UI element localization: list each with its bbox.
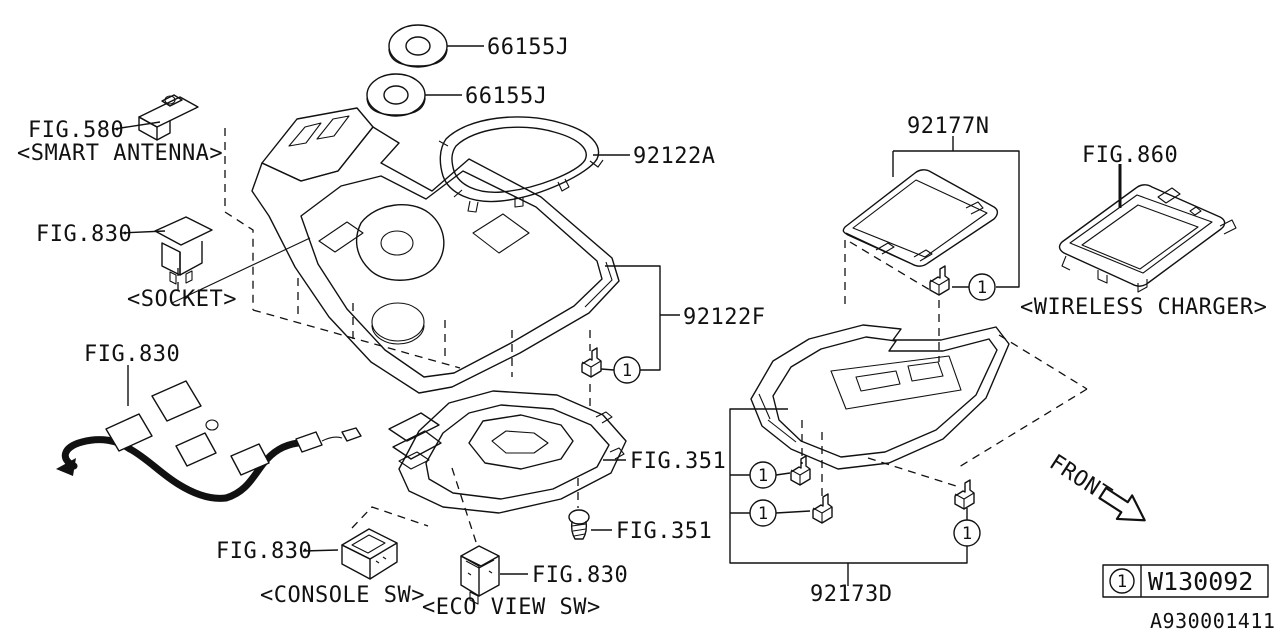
callout-1-console-lid: 1 [968,273,996,301]
callout-1-box-c: 1 [953,519,981,547]
callout-1-console-panel: 1 [613,356,641,384]
legend-callout-symbol: 1 [1117,572,1127,592]
mount-line-socket [171,237,311,304]
console-box-lower-art [750,324,1010,470]
fig-ref-eco-switch: FIG.830 [532,563,628,588]
console-switch-art [341,528,398,580]
console-lid-art [842,169,999,267]
leader-console-switch [302,549,339,552]
harness-art [56,380,362,502]
caption-eco-switch: <ECO VIEW SW> [422,595,601,620]
callout-1-box-b: 1 [749,499,777,527]
console-trim-ring-art [438,116,604,213]
fig-ref-console-switch: FIG.830 [216,539,312,564]
leader-smart-antenna [113,121,161,130]
part-number-grommet-upper: 66155J [487,35,569,60]
fig-ref-smart-antenna: FIG.580 [28,118,124,143]
eco-view-switch-art [460,545,500,605]
fig-ref-socket: FIG.830 [36,222,132,247]
dashed-console-lid [844,240,940,362]
doc-id: A930001411 [1150,609,1275,633]
console-panel-art [251,107,620,394]
legend-box: 1 W130092 [1102,564,1269,598]
svg-text:1: 1 [622,361,632,381]
part-number-console-trim-ring: 92122A [633,144,715,169]
part-number-grommet-lower: 66155J [465,84,547,109]
dashed-leader-antenna [224,128,254,310]
front-arrow-icon [1098,486,1146,522]
caption-wireless-charger: <WIRELESS CHARGER> [1020,295,1267,320]
part-number-console-lid: 92177N [907,114,989,139]
callout-line-console-panel [600,368,615,371]
dashed-console-switch [351,506,429,529]
dashed-clips-console-box [801,420,957,498]
dashed-hidden-edges-console [252,278,513,377]
fig-ref-harness: FIG.830 [84,342,180,367]
callout-line-1 [775,472,791,476]
bracket-console-lid [892,136,1020,288]
callout-1-box-a: 1 [749,461,777,489]
caption-socket: <SOCKET> [127,287,237,312]
dashed-console-box-lower [958,334,1088,468]
fig-ref-shifter-assembly: FIG.351 [630,449,726,474]
caption-smart-antenna: <SMART ANTENNA> [17,141,223,166]
leader-socket [120,230,166,234]
svg-text:1: 1 [962,524,972,544]
socket-art [154,216,213,285]
part-number-console-panel: 92122F [683,305,765,330]
svg-text:1: 1 [758,504,768,524]
svg-text:1: 1 [977,278,987,298]
bracket-console-panel [605,265,680,371]
legend-part-code: W130092 [1148,567,1253,596]
svg-text:1: 1 [758,466,768,486]
shifter-assembly-art [388,390,627,514]
part-number-console-box-lower: 92173D [810,582,892,607]
callout-line-2 [775,510,811,514]
caption-console-switch: <CONSOLE SW> [260,583,425,608]
fig-ref-screw: FIG.351 [616,519,712,544]
wireless-charger-art [1058,184,1237,293]
bracket-console-box-lower [729,408,968,586]
screw-art [568,509,590,540]
fig-ref-wireless-charger: FIG.860 [1082,143,1178,168]
